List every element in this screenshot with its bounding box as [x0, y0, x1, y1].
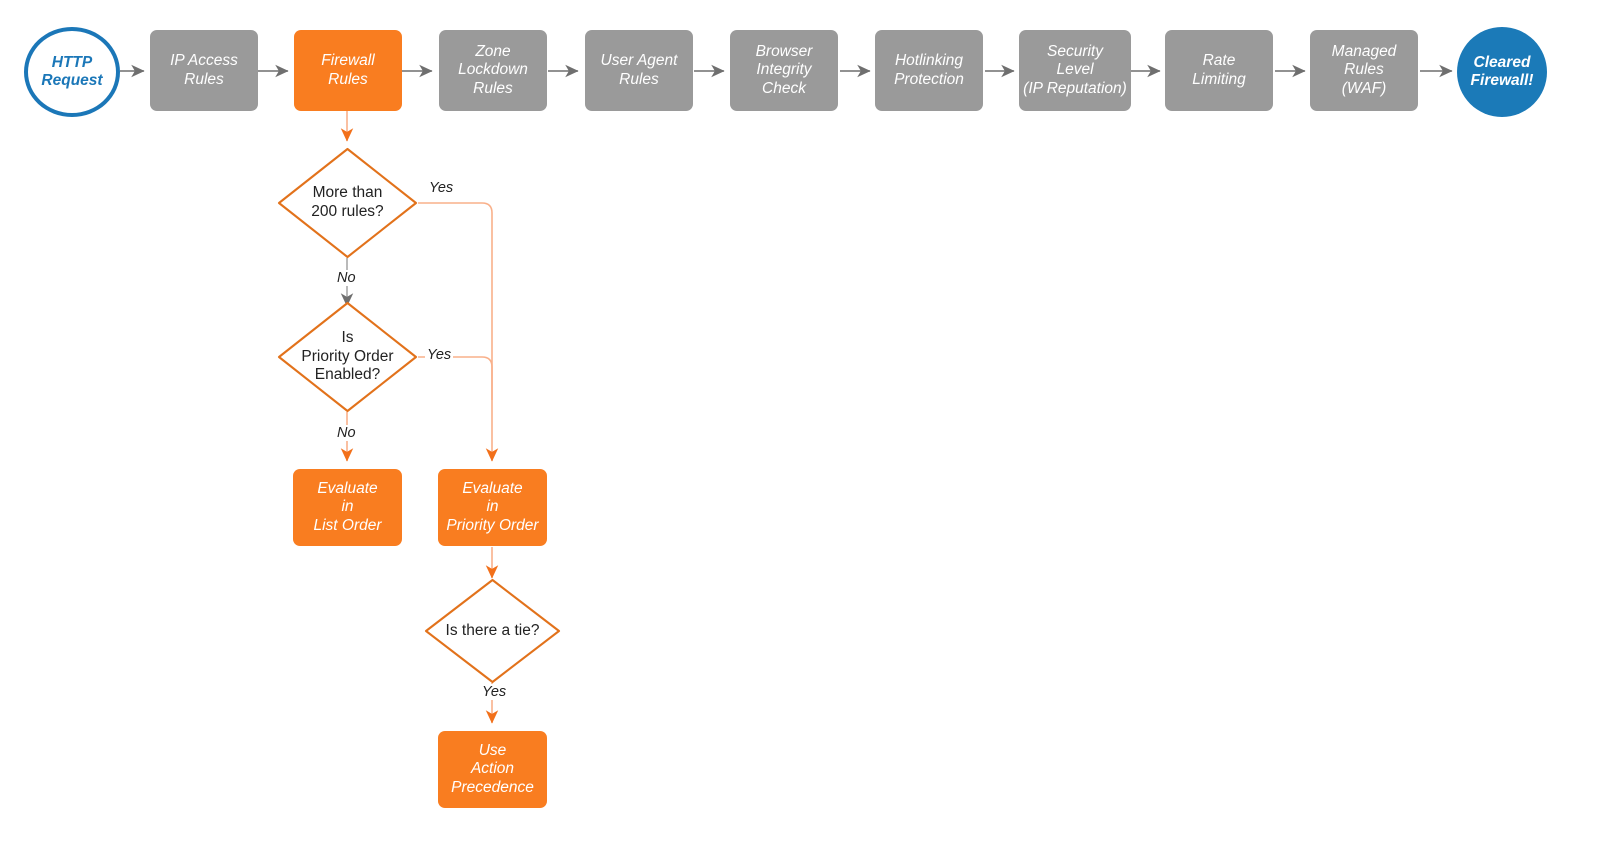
node-label-line: Rules [1344, 61, 1384, 79]
node-label-line: Evaluate [317, 480, 378, 498]
node-label-line: Lockdown [458, 61, 528, 79]
node-label-line: Rate [1202, 52, 1236, 70]
edge-priority-order-yes [418, 356, 493, 400]
node-label-line: User Agent [600, 52, 678, 70]
node-label-line: Browser [755, 43, 813, 61]
node-cleared-firewall[interactable]: Cleared Firewall! [1457, 27, 1547, 117]
edge-label-priority-order-no: No [335, 425, 358, 441]
node-label-line: in [486, 498, 499, 516]
node-label-line: Rules [473, 79, 513, 97]
node-label: Is there a tie? [424, 578, 561, 684]
node-label-line: Request [41, 72, 103, 89]
node-label-line: Priority Order [446, 516, 539, 534]
node-evaluate-in-list-order[interactable]: Evaluate in List Order [293, 469, 402, 546]
edge-label-priority-order-yes: Yes [425, 347, 454, 363]
node-label-line: 200 rules? [311, 203, 384, 220]
node-ip-access-rules[interactable]: IP Access Rules [150, 30, 258, 111]
node-label-line: Precedence [451, 778, 534, 796]
node-label-line: in [341, 498, 354, 516]
node-label-line: Check [762, 79, 806, 97]
node-label-line: List Order [313, 516, 382, 534]
edge-label-more-than-200-yes: Yes [427, 180, 456, 196]
node-label-line: Rules [619, 70, 659, 88]
node-label-line: Rules [328, 70, 368, 88]
diamond-shape [424, 578, 561, 684]
node-http-request[interactable]: HTTP Request [24, 27, 120, 117]
node-label-line: (IP Reputation) [1023, 79, 1127, 97]
diamond-shape [277, 301, 418, 413]
node-managed-rules-waf[interactable]: Managed Rules (WAF) [1310, 30, 1418, 111]
node-more-than-200-rules[interactable]: More than 200 rules? [277, 147, 418, 259]
node-label-line: Is there a tie? [445, 621, 540, 639]
node-zone-lockdown-rules[interactable]: Zone Lockdown Rules [439, 30, 547, 111]
node-is-priority-order-enabled[interactable]: Is Priority Order Enabled? [277, 301, 418, 413]
node-use-action-precedence[interactable]: Use Action Precedence [438, 731, 547, 808]
node-label-line: Priority Order [301, 347, 394, 365]
node-label-line: Protection [894, 70, 964, 88]
edge-more-than-200-yes [418, 202, 499, 462]
node-label: More than 200 rules? [277, 147, 418, 259]
node-rate-limiting[interactable]: Rate Limiting [1165, 30, 1273, 111]
node-label-line: Limiting [1192, 70, 1246, 88]
node-label-line: Rules [184, 70, 224, 88]
node-label-line: Enabled? [314, 366, 381, 384]
diamond-shape [277, 147, 418, 259]
edge-label-tie-yes: Yes [480, 684, 509, 700]
node-label-line: Firewall! [1470, 72, 1534, 89]
node-browser-integrity-check[interactable]: Browser Integrity Check [730, 30, 838, 111]
node-label-line: More than [312, 184, 383, 202]
node-label-line: Cleared [1473, 53, 1531, 71]
node-label-line: Use [478, 742, 507, 760]
node-label-line: Security [1046, 43, 1103, 61]
node-label-line: Is [341, 329, 354, 347]
node-label-line: IP Access [170, 52, 238, 70]
node-label-line: Evaluate [462, 480, 523, 498]
node-label-line: (WAF) [1341, 79, 1387, 97]
node-security-level[interactable]: Security Level (IP Reputation) [1019, 30, 1131, 111]
node-label-line: Integrity [756, 61, 812, 79]
node-is-there-a-tie[interactable]: Is there a tie? [424, 578, 561, 684]
node-firewall-rules[interactable]: Firewall Rules [294, 30, 402, 111]
node-label-line: Managed [1331, 43, 1397, 61]
node-label-line: Firewall [321, 52, 375, 70]
node-label-line: Level [1056, 61, 1094, 79]
node-label-line: Hotlinking [894, 52, 964, 70]
edge-label-more-than-200-no: No [335, 270, 358, 286]
node-label-line: Action [470, 760, 515, 778]
node-user-agent-rules[interactable]: User Agent Rules [585, 30, 693, 111]
node-hotlinking-protection[interactable]: Hotlinking Protection [875, 30, 983, 111]
node-label-line: HTTP [51, 53, 93, 71]
node-label-line: Zone [475, 43, 511, 61]
node-evaluate-in-priority-order[interactable]: Evaluate in Priority Order [438, 469, 547, 546]
node-label: Is Priority Order Enabled? [277, 301, 418, 413]
